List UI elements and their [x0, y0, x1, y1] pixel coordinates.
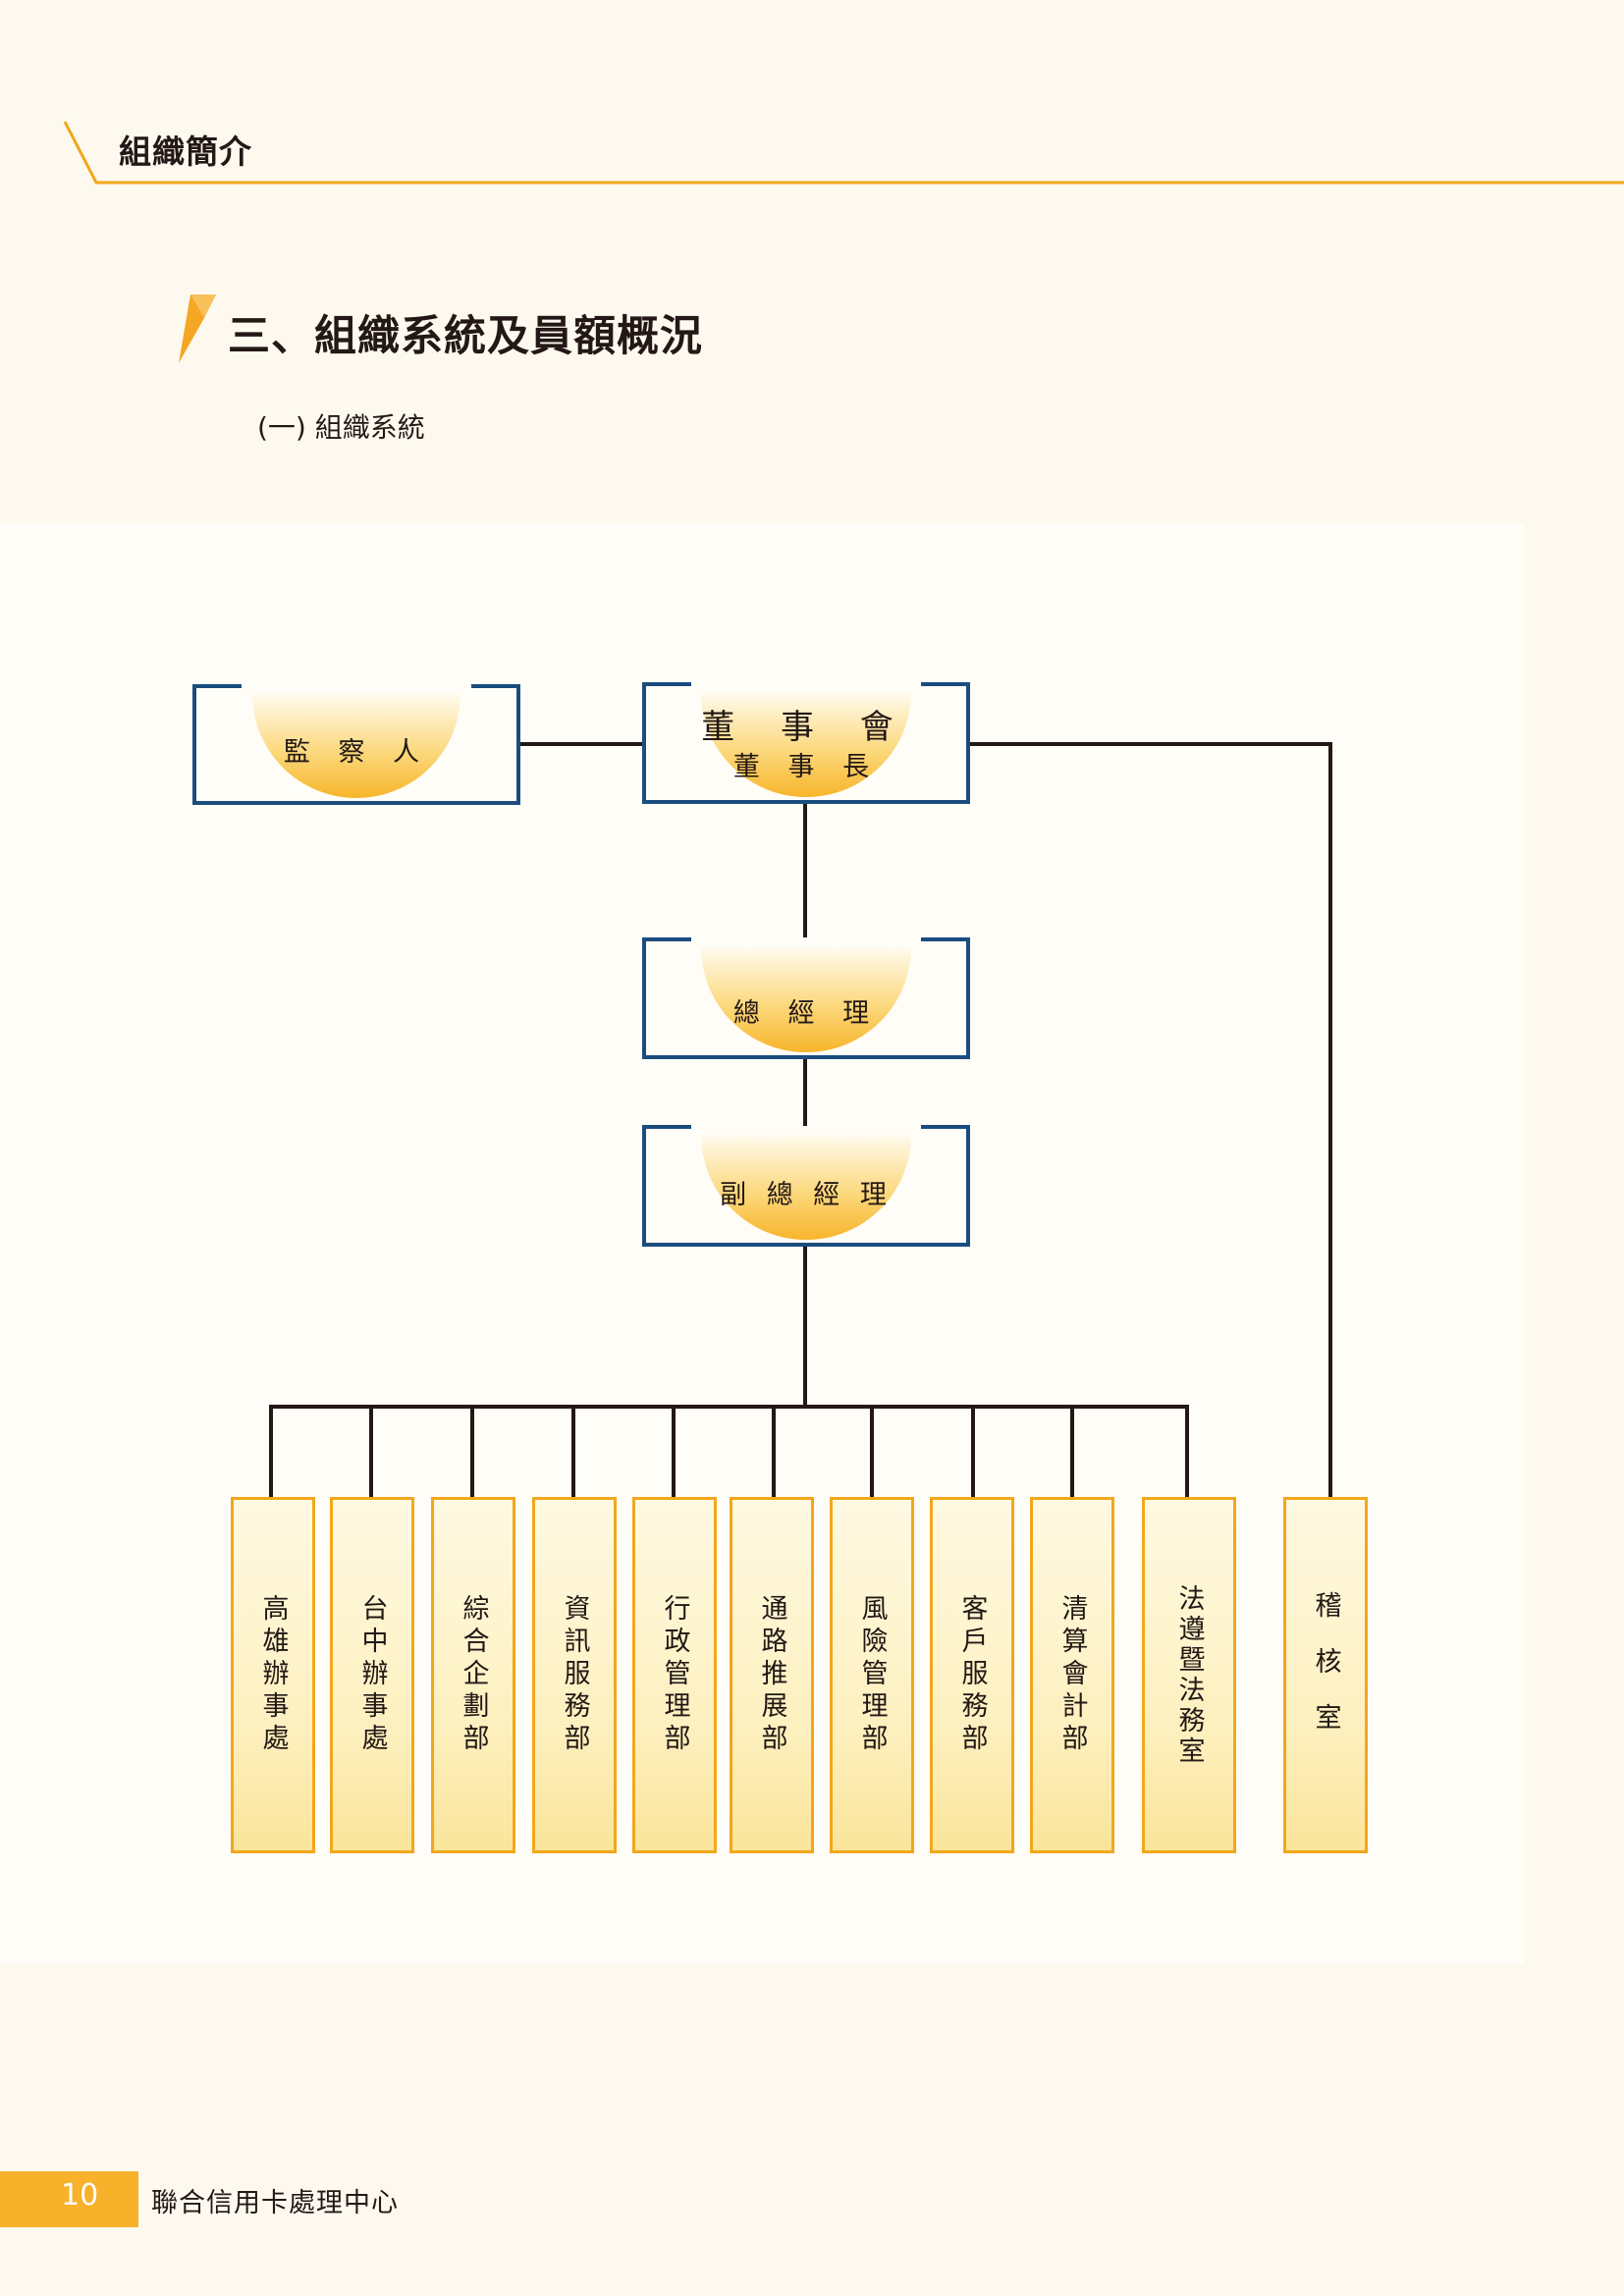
page-number: 10 [61, 2178, 99, 2213]
dept-label: 清算會計部 [1056, 1594, 1088, 1756]
box-frame [642, 682, 970, 804]
dept-channel-development: 通路推展部 [730, 1497, 814, 1853]
subtitle-number: (一) [257, 411, 306, 444]
section-subtitle: (一) 組織系統 [257, 406, 425, 446]
dept-label: 風險管理部 [856, 1594, 888, 1756]
dept-planning: 綜合企劃部 [431, 1497, 515, 1853]
page-number-block [0, 2171, 138, 2227]
section-marker-icon [179, 294, 216, 363]
dept-taichung-office: 台中辦事處 [330, 1497, 414, 1853]
footer-organization: 聯合信用卡處理中心 [151, 2188, 399, 2218]
dept-label: 台中辦事處 [356, 1594, 388, 1756]
dept-label: 稽核室 [1310, 1591, 1341, 1759]
section-title: 三、組織系統及員額概況 [228, 312, 703, 361]
subtitle-text: 組織系統 [314, 411, 425, 444]
dept-label: 法遵暨法務室 [1173, 1583, 1205, 1767]
dept-audit-office: 稽核室 [1283, 1497, 1368, 1853]
dept-clearing-accounting: 清算會計部 [1030, 1497, 1114, 1853]
general-manager-box: 總 經 理 [642, 937, 970, 1059]
dept-label: 高雄辦事處 [257, 1594, 289, 1756]
deputy-gm-label: 副 總 經 理 [720, 1180, 893, 1210]
dept-risk-management: 風險管理部 [830, 1497, 914, 1853]
dept-compliance-legal: 法遵暨法務室 [1142, 1497, 1236, 1853]
header-rule [63, 121, 1624, 185]
general-manager-label: 總 經 理 [732, 998, 880, 1029]
dept-label: 客戶服務部 [956, 1594, 988, 1756]
dept-label: 綜合企劃部 [458, 1594, 489, 1756]
supervisor-label: 監 察 人 [283, 737, 430, 768]
dept-label: 資訊服務部 [559, 1594, 590, 1756]
box-frame [642, 937, 970, 1059]
box-frame [642, 1125, 970, 1247]
dept-information-services: 資訊服務部 [532, 1497, 617, 1853]
supervisor-box: 監 察 人 [192, 684, 520, 805]
chairman-label: 董 事 長 [732, 752, 880, 782]
dept-administration: 行政管理部 [632, 1497, 717, 1853]
deputy-gm-box: 副 總 經 理 [642, 1125, 970, 1247]
dept-label: 通路推展部 [756, 1594, 787, 1756]
dept-kaohsiung-office: 高雄辦事處 [231, 1497, 315, 1853]
header-title: 組織簡介 [119, 133, 252, 171]
board-box: 董 事 會 董 事 長 [642, 682, 970, 804]
box-frame [192, 684, 520, 805]
board-label: 董 事 會 [701, 708, 911, 747]
dept-customer-service: 客戶服務部 [930, 1497, 1014, 1853]
dept-label: 行政管理部 [659, 1594, 690, 1756]
